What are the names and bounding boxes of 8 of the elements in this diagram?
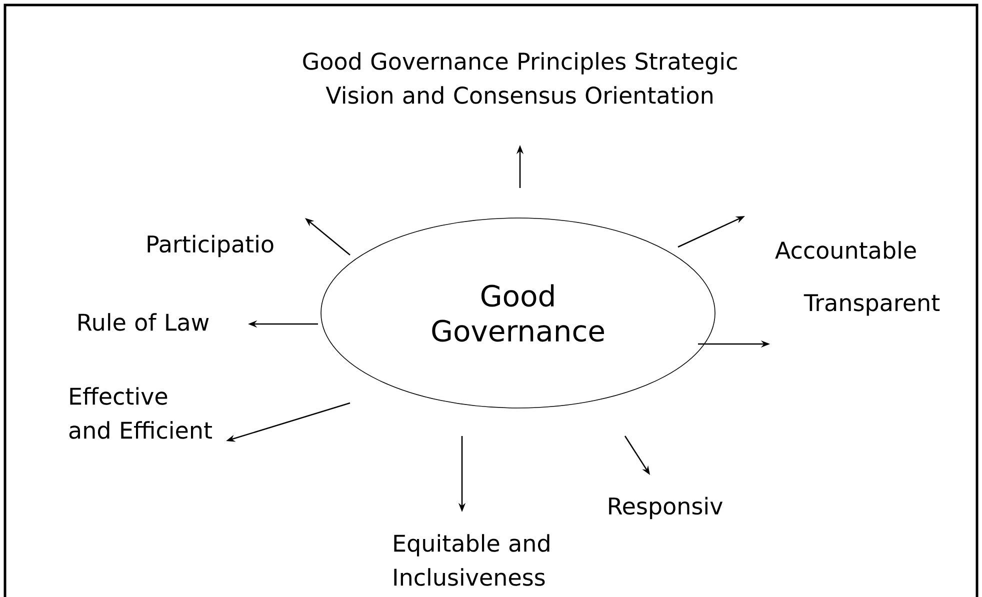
label-text: Rule of Law xyxy=(78,313,209,331)
label-text: Effective and Efficient xyxy=(69,387,212,439)
label-text: Accountable xyxy=(775,241,916,259)
label-text: Responsiv xyxy=(609,496,723,520)
label-text: Good Governance Principles Strategic Vision and Consensus Orientation xyxy=(303,52,737,104)
label-text: Participatio xyxy=(148,234,274,258)
label-text: Transparent xyxy=(804,294,940,316)
label-text: Equitable and Inclusiveness xyxy=(394,534,550,586)
